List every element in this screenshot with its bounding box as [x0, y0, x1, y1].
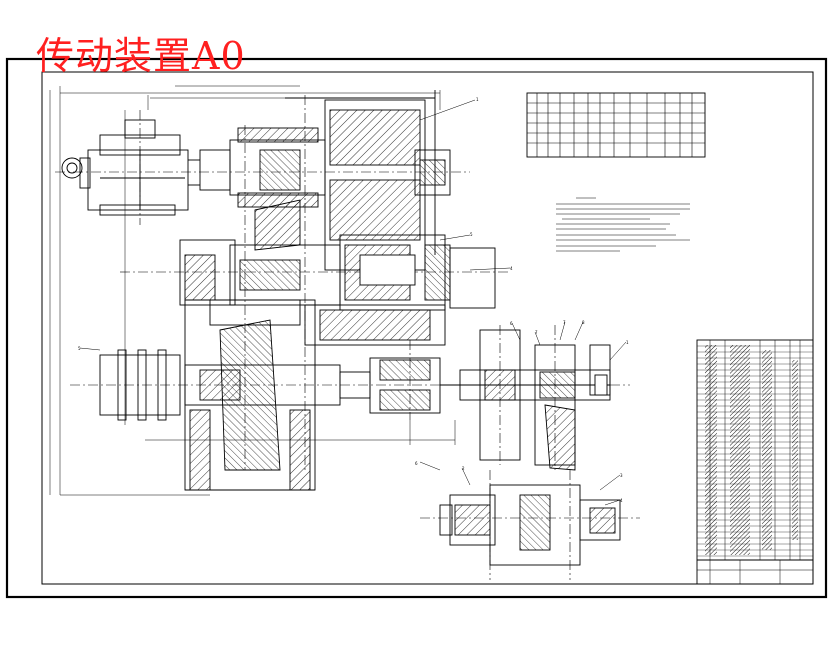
gear-pair-bottom — [439, 404, 621, 566]
balloon-label: 4 — [510, 266, 513, 271]
balloon-label: 3 — [620, 473, 623, 478]
technical-notes — [556, 197, 690, 252]
reducer-middle — [179, 199, 496, 346]
balloon-label: 6 — [415, 461, 418, 466]
spec-table — [526, 92, 706, 158]
balloon-label: 2 — [462, 466, 465, 471]
motor — [61, 119, 200, 216]
balloon-group: 1 4 5 6 7 8 1 2 3 4 5 6 7 — [78, 97, 629, 503]
coupling-left — [99, 349, 371, 421]
leader-lines — [79, 99, 627, 506]
shaft-assembly-right — [459, 329, 611, 466]
housing-lower — [184, 299, 341, 491]
balloon-label: 5 — [470, 232, 473, 237]
balloon-label: 7 — [535, 330, 538, 335]
balloon-label: 1 — [476, 97, 479, 102]
drawing-title: 传动装置A0 — [36, 34, 246, 78]
balloon-label: 1 — [626, 340, 629, 345]
parts-list-fill — [705, 345, 798, 555]
balloon-label: 6 — [510, 321, 513, 326]
balloon-label: 8 — [582, 320, 585, 325]
coupling-middle — [369, 357, 610, 414]
drawing-border — [5, 57, 828, 599]
balloon-label: 7 — [563, 320, 566, 325]
reducer-upper — [199, 90, 451, 271]
balloon-label: 4 — [620, 498, 623, 503]
balloon-label: 5 — [78, 346, 81, 351]
